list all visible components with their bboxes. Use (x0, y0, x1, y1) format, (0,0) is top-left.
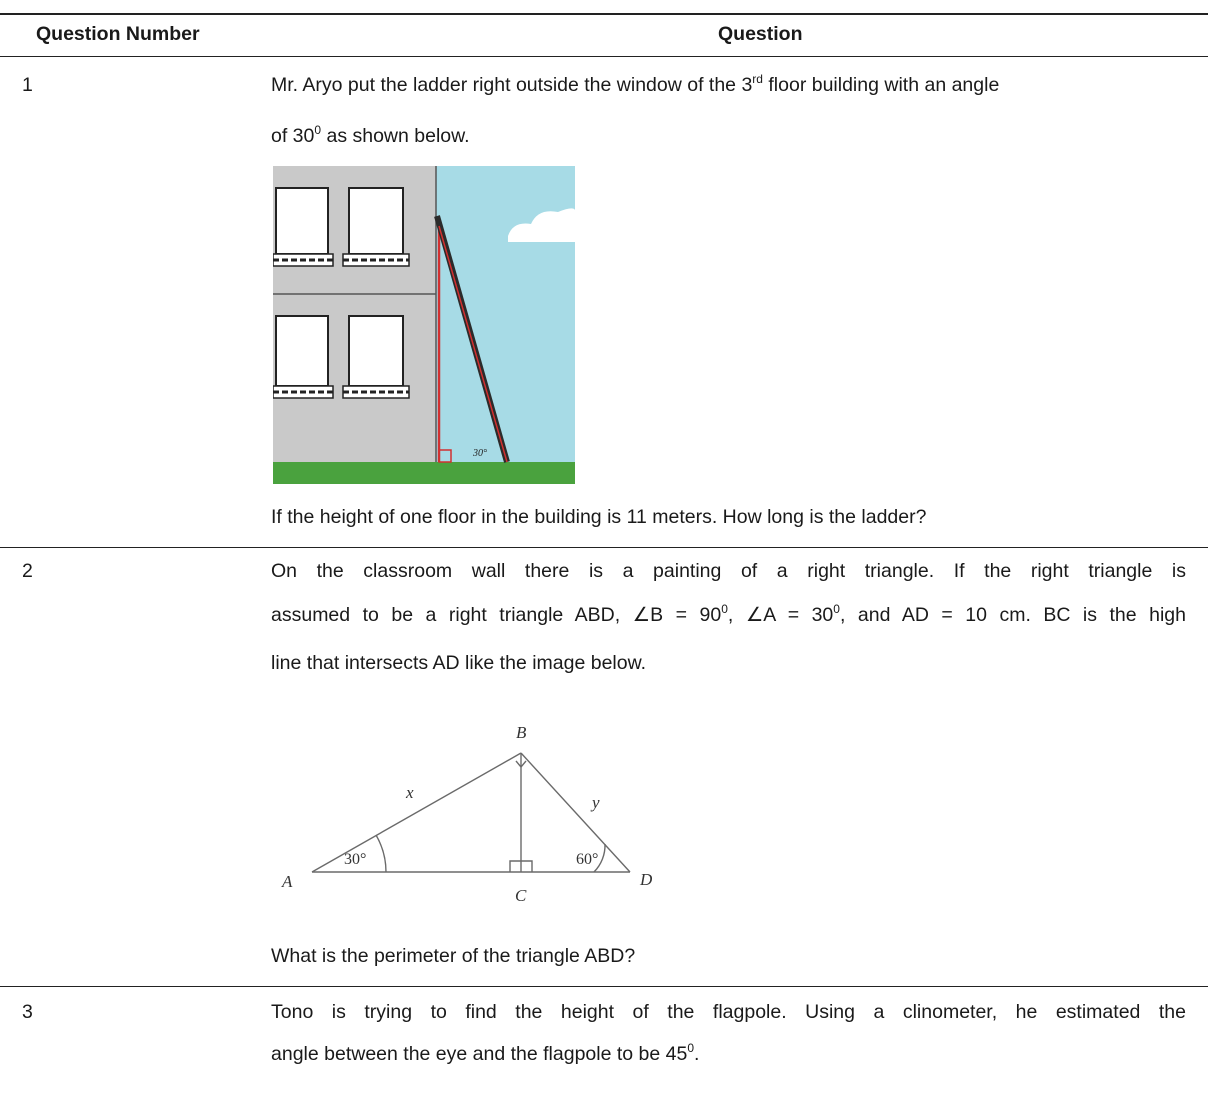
q1-line2-a: of 30 (271, 125, 315, 147)
angle-label: 30° (472, 448, 487, 459)
header-question-number: Question Number (36, 23, 200, 45)
question-1-line-2: of 300 as shown below. (271, 124, 470, 148)
question-3-line-2: angle between the eye and the flagpole t… (271, 1042, 699, 1066)
header-question: Question (718, 23, 803, 45)
q1-line2-sup: 0 (314, 122, 322, 137)
header-bottom-rule (0, 56, 1208, 57)
label-angle-a: 30° (344, 851, 366, 868)
question-2-prompt: What is the perimeter of the triangle AB… (271, 945, 636, 967)
question-1-line-1: Mr. Aryo put the ladder right outside th… (271, 73, 999, 97)
question-2-number: 2 (22, 560, 33, 582)
ladder-building-figure: 30° (273, 166, 575, 484)
row-2-bottom-rule (0, 986, 1208, 987)
q3-line2-b: . (694, 1043, 700, 1065)
table-top-rule (0, 13, 1208, 15)
q1-line2-b: as shown below. (321, 125, 470, 147)
question-2-line-1: On the classroom wall there is a paintin… (271, 560, 1186, 582)
row-1-bottom-rule (0, 547, 1208, 548)
right-angle-c-left (509, 860, 521, 872)
side-bd (520, 752, 631, 873)
q3-line2-a: angle between the eye and the flagpole t… (271, 1043, 688, 1065)
q2-line2-c: , and AD = 10 cm. BC is the high (839, 604, 1186, 626)
question-2-line-2: assumed to be a right triangle ABD, ∠B =… (271, 603, 1186, 627)
window (348, 315, 404, 387)
q3-sup: 0 (687, 1040, 695, 1055)
arc-angle-d (593, 843, 606, 873)
question-3-number: 3 (22, 1001, 33, 1023)
label-y: y (590, 793, 600, 812)
grass (273, 462, 575, 484)
q1-line1-sup: rd (752, 71, 763, 86)
right-angle-marker (438, 449, 452, 463)
label-angle-d: 60° (576, 851, 598, 868)
q2-sup-2: 0 (833, 601, 840, 616)
ladder-highlight (438, 225, 508, 463)
q2-line2-b: , ∠A = 30 (727, 604, 834, 626)
question-2-line-3: line that intersects AD like the image b… (271, 652, 647, 674)
question-1-prompt: If the height of one floor in the buildi… (271, 506, 927, 528)
question-3-line-1: Tono is trying to find the height of the… (271, 1001, 1186, 1023)
window (275, 315, 329, 387)
label-a: A (281, 872, 293, 891)
label-x: x (405, 783, 414, 802)
triangle-abd-figure: B A C D x y 30° 60° (281, 723, 653, 905)
cloud (508, 208, 575, 242)
right-angle-b (515, 760, 527, 769)
q2-sup-1: 0 (721, 601, 728, 616)
label-b: B (516, 723, 527, 742)
arc-angle-a (375, 834, 387, 873)
label-c: C (515, 886, 527, 905)
question-1-number: 1 (22, 74, 33, 96)
q1-line1-a: Mr. Aryo put the ladder right outside th… (271, 74, 753, 96)
side-ab (311, 752, 522, 873)
right-angle-c-right (521, 860, 533, 872)
q2-line2-a: assumed to be a right triangle ABD, ∠B =… (271, 604, 722, 626)
label-d: D (639, 870, 653, 889)
window (275, 187, 329, 255)
window (348, 187, 404, 255)
q1-line1-b: floor building with an angle (762, 74, 1000, 96)
